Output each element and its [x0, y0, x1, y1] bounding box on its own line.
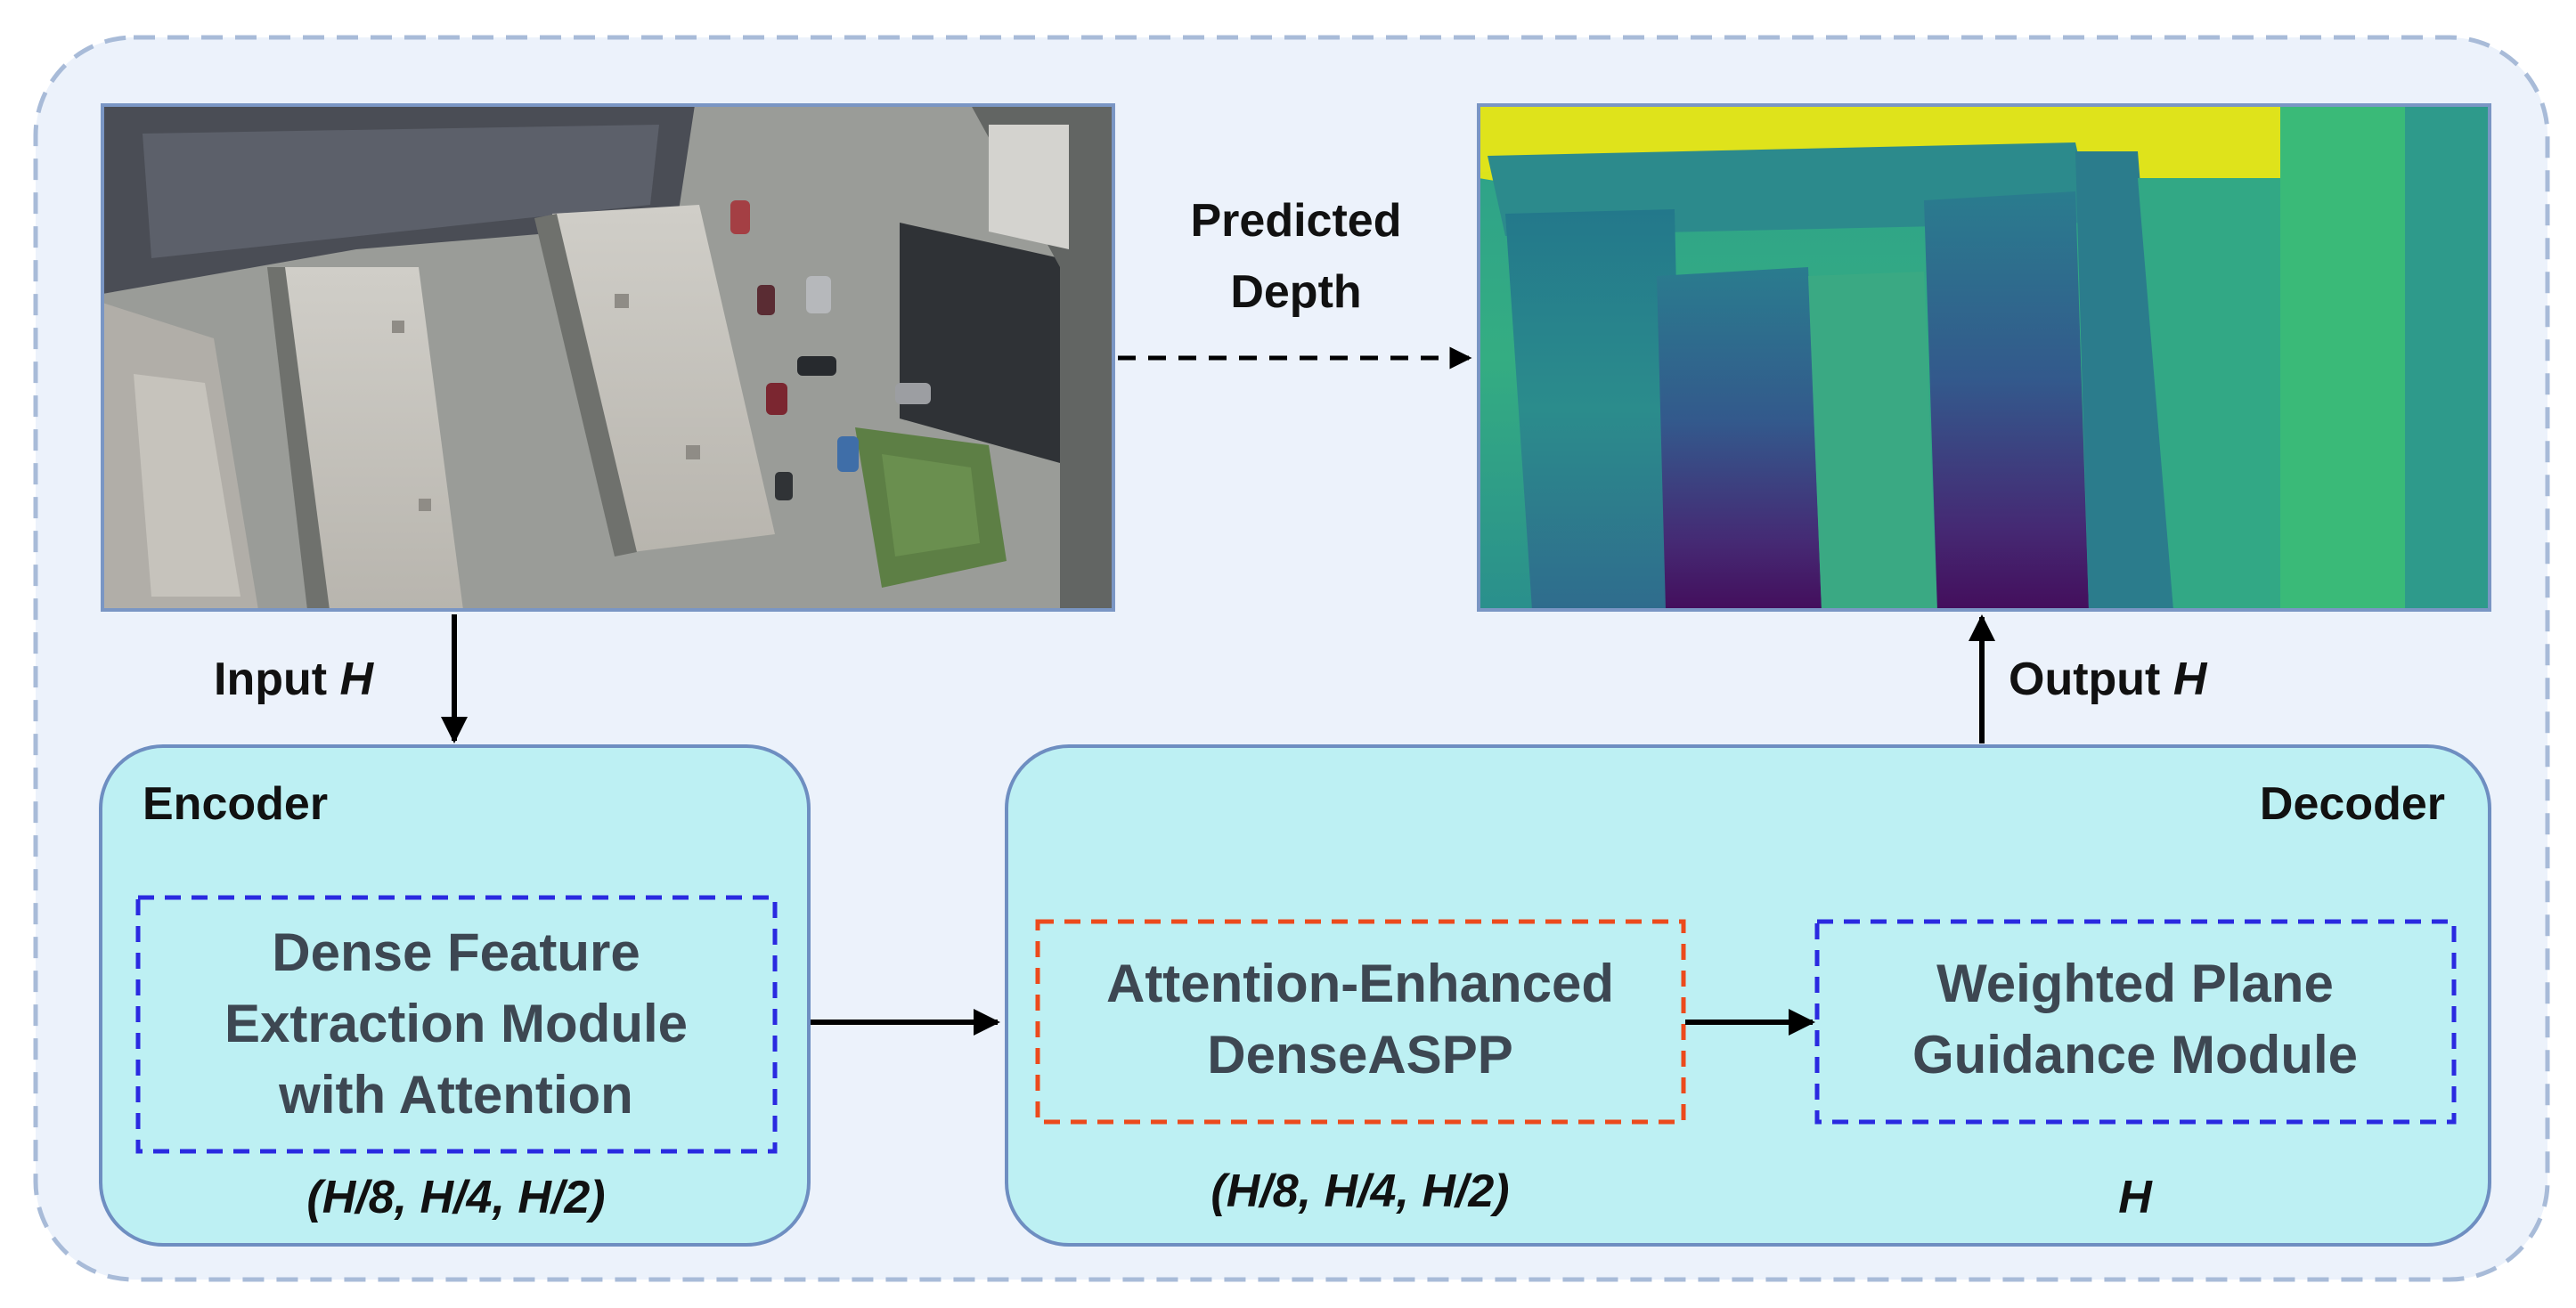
predicted-depth-label-line1: Predicted — [1191, 195, 1402, 247]
predicted-depth-label-line2: Depth — [1230, 266, 1361, 318]
encoder-title: Encoder — [143, 778, 328, 830]
aspp-module-line1: Attention-Enhanced — [1106, 954, 1614, 1013]
wpg-module-line2: Guidance Module — [1912, 1025, 2358, 1085]
aspp-scales: (H/8, H/4, H/2) — [1211, 1166, 1509, 1217]
encoder-module-line1: Dense Feature — [272, 922, 640, 982]
aspp-module-box — [1035, 919, 1686, 1125]
encoder-module-line2: Extraction Module — [224, 994, 688, 1053]
wpg-scale: H — [2118, 1172, 2153, 1223]
encoder-block — [99, 744, 811, 1247]
decoder-title: Decoder — [2260, 778, 2445, 830]
encoder-module-box — [135, 895, 778, 1154]
wpg-module-line1: Weighted Plane — [1936, 954, 2334, 1013]
encoder-module-line3: with Attention — [278, 1065, 633, 1125]
encoder-scales: (H/8, H/4, H/2) — [306, 1172, 605, 1223]
input-label: Input H — [214, 654, 375, 705]
aspp-module-line2: DenseASPP — [1207, 1025, 1512, 1085]
wpg-module-box — [1814, 919, 2457, 1125]
output-depth-map — [1477, 103, 2491, 612]
input-aerial-image — [101, 103, 1115, 612]
output-label: Output H — [2009, 654, 2208, 705]
